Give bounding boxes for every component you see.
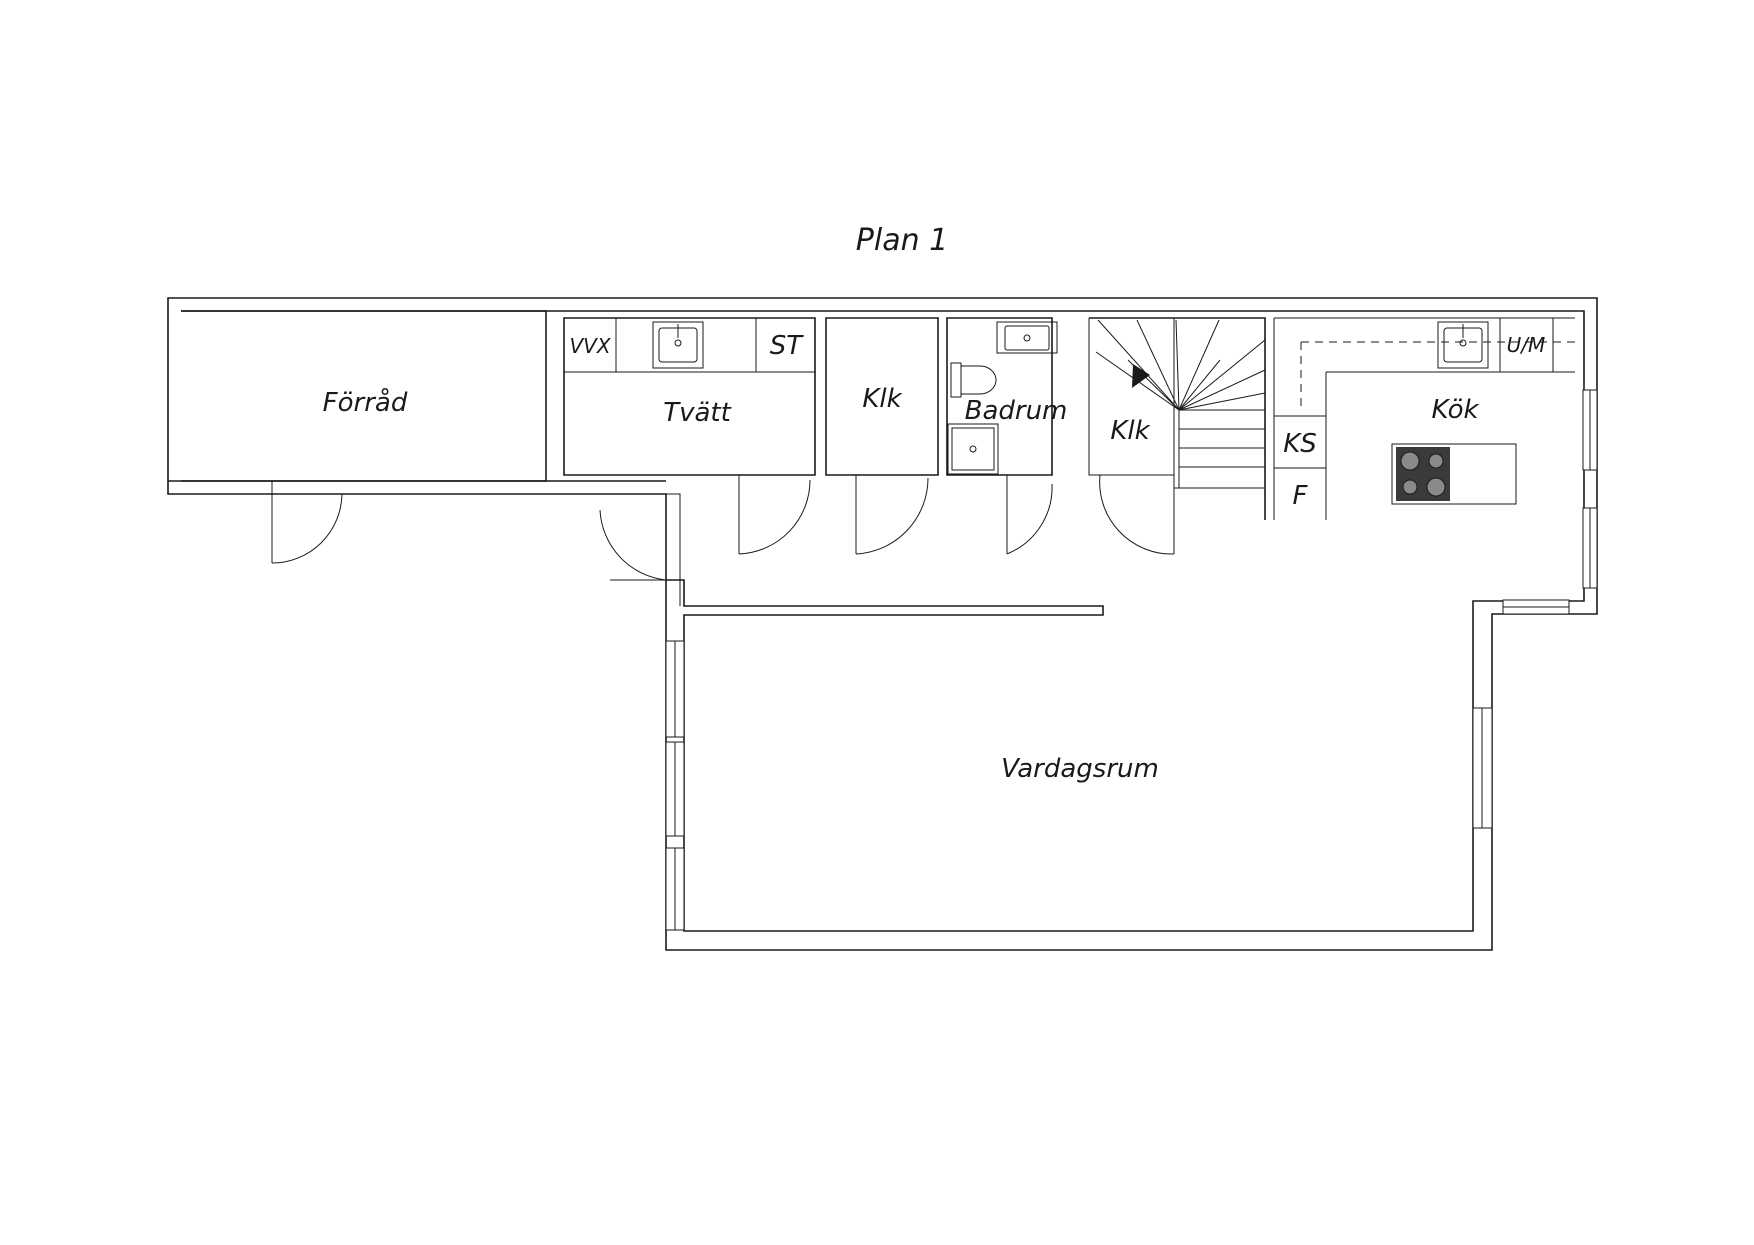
window-icon [665,389,1598,931]
room-badrum: Badrum [946,317,1068,555]
room-label-klk-left: Klk [862,384,902,414]
fixture-um: U/M [1507,333,1546,357]
door-swing-icon [599,493,681,606]
sink-icon [652,321,704,369]
room-klk-left: Klk [825,317,939,555]
room-kok: U/M KS F Kök [1264,317,1575,520]
room-label-kok: Kök [1431,395,1479,425]
room-klk-right: Klk [1088,317,1266,555]
room-label-badrum: Badrum [965,396,1068,426]
plan-title: Plan 1 [856,223,948,258]
room-label-tvatt: Tvätt [663,398,731,428]
fixture-st: ST [770,331,805,361]
stairs-icon [1095,317,1266,489]
stove-icon [1396,447,1450,501]
room-forrad: Förråd [181,310,547,564]
room-label-forrad: Förråd [323,387,408,418]
fixture-ks: KS [1283,429,1317,459]
room-label-klk-right: Klk [1110,416,1150,446]
sink-icon [996,321,1058,354]
room-tvatt: VVX ST Tvätt [563,317,816,555]
fixture-vvx: VVX [569,334,611,358]
toilet-icon [950,362,997,398]
room-label-vardagsrum: Vardagsrum [1001,754,1159,784]
shower-icon [947,423,999,475]
sink-icon [1437,321,1489,369]
fixture-f: F [1293,481,1309,511]
